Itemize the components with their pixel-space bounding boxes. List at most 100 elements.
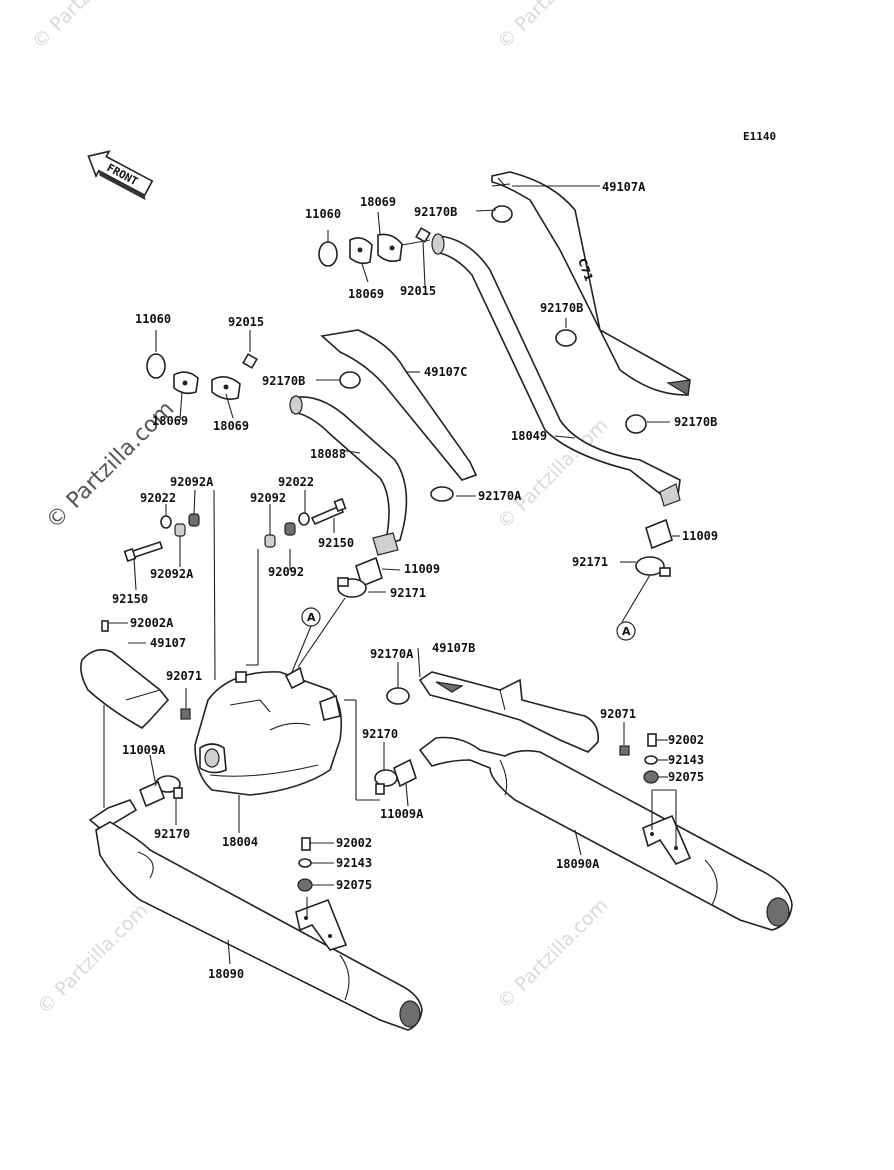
bolt-92002-left: [301, 837, 311, 851]
label-11060: 11060: [135, 312, 171, 326]
label-49107A: 49107A: [602, 180, 646, 194]
label-92143: 92143: [336, 856, 372, 870]
label-92143: 92143: [668, 753, 704, 767]
flange-18069-upper: [349, 233, 403, 265]
clamp-92170A-lower: [386, 687, 410, 705]
exhaust-pipe-18088: [289, 395, 408, 556]
washer-92022-left: [160, 515, 172, 529]
label-92092: 92092: [268, 565, 304, 579]
silencer-18090: [88, 799, 423, 1031]
joint-11009-mid: [355, 556, 383, 588]
label-92002A: 92002A: [130, 616, 174, 630]
label-92170B: 92170B: [674, 415, 717, 429]
label-18088: 18088: [310, 447, 346, 461]
callout-a-left: A: [301, 607, 321, 627]
clamp-92170A-upper: [430, 486, 454, 502]
label-92075: 92075: [668, 770, 704, 784]
flange-18069-left: [173, 371, 241, 400]
heat-cover-49107C: [320, 329, 478, 481]
label-92170A: 92170A: [370, 647, 414, 661]
label-18004: 18004: [222, 835, 258, 849]
label-92002: 92002: [668, 733, 704, 747]
gasket-11060-upper: [318, 241, 338, 267]
heat-cover-49107A: C71: [491, 171, 691, 396]
clamp-92171-right: [635, 556, 671, 577]
label-92022: 92022: [278, 475, 314, 489]
clamp-92171-mid: [337, 577, 367, 598]
label-92170B: 92170B: [414, 205, 457, 219]
label-92170: 92170: [154, 827, 190, 841]
clamp-92170B-upper: [491, 205, 513, 223]
label-92015: 92015: [400, 284, 436, 298]
label-92150: 92150: [318, 536, 354, 550]
label-92170: 92170: [362, 727, 398, 741]
grommet-92075-left: [297, 878, 313, 892]
label-18069: 18069: [152, 414, 188, 428]
label-92171: 92171: [572, 555, 608, 569]
label-92075: 92075: [336, 878, 372, 892]
label-92071: 92071: [166, 669, 202, 683]
clamp-92170-right: [374, 769, 398, 795]
heat-shield-49107: [80, 620, 170, 729]
label-18069: 18069: [213, 419, 249, 433]
label-92092A: 92092A: [150, 567, 194, 581]
washer-92143-right: [644, 755, 658, 765]
grommet-92071-left: [180, 708, 191, 720]
label-92015: 92015: [228, 315, 264, 329]
bushing-92092A-a: [174, 523, 186, 537]
silencer-18090A: [418, 736, 793, 931]
bolt-92150-mid: [310, 497, 347, 526]
label-92071: 92071: [600, 707, 636, 721]
watermark-text: © Partzilla.com: [493, 894, 612, 1013]
diagram-code: E1140: [743, 130, 776, 143]
label-92150: 92150: [112, 592, 148, 606]
watermark-text: © Partzilla.com: [33, 899, 152, 1018]
label-49107C: 49107C: [424, 365, 467, 379]
label-11009: 11009: [682, 529, 718, 543]
callout-a-label: A: [307, 611, 316, 624]
bushing-92092-a: [284, 522, 296, 536]
watermark-text: © Partzilla.com: [28, 0, 147, 54]
bushing-92092A-b: [188, 513, 200, 527]
clamp-92170B-mid: [555, 329, 577, 347]
label-18069: 18069: [360, 195, 396, 209]
callout-a-right: A: [616, 621, 636, 641]
label-92092: 92092: [250, 491, 286, 505]
bolt-92150-left: [123, 540, 164, 562]
bolt-92002-right: [647, 733, 657, 747]
label-18090: 18090: [208, 967, 244, 981]
muffler-18004: [194, 666, 343, 796]
grommet-92071-right: [619, 745, 630, 756]
joint-11009A-left: [138, 780, 166, 808]
joint-11009A-right: [393, 758, 417, 788]
label-92002: 92002: [336, 836, 372, 850]
washer-92022-mid: [298, 512, 310, 526]
label-92170B: 92170B: [540, 301, 583, 315]
washer-92143-left: [298, 858, 312, 868]
callout-a-label: A: [622, 625, 631, 638]
label-18069: 18069: [348, 287, 384, 301]
gasket-11060-left: [146, 353, 166, 379]
clamp-92170B-left: [339, 371, 361, 389]
label-11060: 11060: [305, 207, 341, 221]
label-92170B: 92170B: [262, 374, 305, 388]
watermark-text: © Partzilla.com: [493, 0, 612, 54]
joint-11009-right: [645, 518, 673, 550]
clamp-92170B-right: [625, 414, 647, 434]
front-arrow-icon: FRONT: [87, 150, 154, 201]
label-49107B: 49107B: [432, 641, 475, 655]
bushing-92092-b: [264, 534, 276, 548]
heat-cover-49107B: [418, 671, 600, 753]
label-92170A: 92170A: [478, 489, 522, 503]
label-92171: 92171: [390, 586, 426, 600]
part-labels: 49107A 11060 18069 92170B 18069 92015 11…: [112, 180, 718, 981]
grommet-92075-right: [643, 770, 659, 784]
leader-lines: [103, 183, 680, 965]
label-49107: 49107: [150, 636, 186, 650]
label-18090A: 18090A: [556, 857, 600, 871]
nut-92015-left: [242, 353, 258, 369]
label-92022: 92022: [140, 491, 176, 505]
label-18049: 18049: [511, 429, 547, 443]
label-11009A: 11009A: [122, 743, 166, 757]
